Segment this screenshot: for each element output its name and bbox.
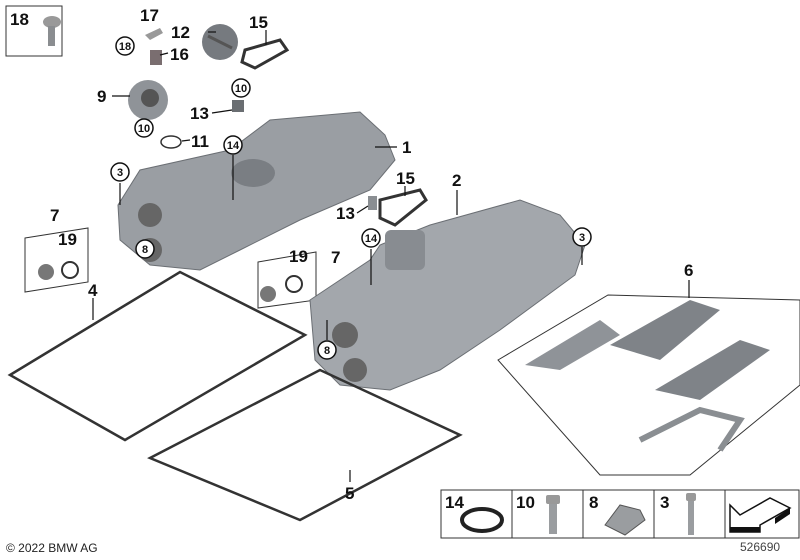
legend-8: 8 xyxy=(589,493,598,512)
callout-3-circled: 3 xyxy=(579,232,585,244)
oil-separator xyxy=(655,340,770,400)
bolt-icon xyxy=(546,495,560,534)
sensor-13-top xyxy=(232,100,244,112)
legend-14: 14 xyxy=(445,493,464,512)
callout-4: 4 xyxy=(88,281,98,300)
callout-15: 15 xyxy=(396,169,415,188)
callout-14-circled: 14 xyxy=(227,140,240,152)
screw-icon xyxy=(43,16,61,46)
gasket-4 xyxy=(7,270,308,442)
parts-legend: 14 10 8 3 xyxy=(440,489,800,539)
actuator-7-left xyxy=(38,261,79,280)
callout-8-circled: 8 xyxy=(324,345,330,357)
crankcase-vent-pipe xyxy=(525,320,620,370)
callouts: 18 17 12 15 18 16 9 10 13 10 11 1 14 3 7… xyxy=(10,6,693,503)
legend-3: 3 xyxy=(660,493,669,512)
leader-lines xyxy=(92,30,690,482)
legend-10: 10 xyxy=(516,493,535,512)
callout-1: 1 xyxy=(402,138,411,157)
gasket-15-mid xyxy=(378,188,428,227)
o-ring-11 xyxy=(160,135,182,149)
callout-13: 13 xyxy=(190,104,209,123)
vent-hose xyxy=(638,406,745,452)
callout-17: 17 xyxy=(140,6,159,25)
callout-7: 7 xyxy=(331,248,340,267)
copyright: © 2022 BMW AG xyxy=(6,541,98,555)
callout-3-circled: 3 xyxy=(117,167,123,179)
callout-18-circled: 18 xyxy=(119,41,131,53)
callout-11: 11 xyxy=(191,132,209,151)
crankcase-vent-part xyxy=(610,300,720,360)
callout-8-circled: 8 xyxy=(142,244,148,256)
sensor-17 xyxy=(145,28,163,40)
callout-19: 19 xyxy=(58,230,77,249)
valve-9 xyxy=(128,80,168,120)
callout-19: 19 xyxy=(289,247,308,266)
oil-filler-cap xyxy=(202,24,238,60)
callout-14-circled: 14 xyxy=(365,233,378,245)
callout-12: 12 xyxy=(171,23,190,42)
callout-13: 13 xyxy=(336,204,355,223)
sensor-13-mid xyxy=(368,196,377,210)
callout-6: 6 xyxy=(684,261,693,280)
callout-15: 15 xyxy=(249,13,268,32)
gasket-5 xyxy=(147,368,463,522)
callout-9: 9 xyxy=(97,87,106,106)
callout-2: 2 xyxy=(452,171,461,190)
o-ring-icon xyxy=(460,507,504,533)
clip-icon xyxy=(604,504,646,536)
callout-10-circled: 10 xyxy=(138,123,150,135)
callout-7: 7 xyxy=(50,206,59,225)
part-6-box xyxy=(497,294,800,476)
actuator-7-right xyxy=(260,275,303,302)
callout-16: 16 xyxy=(170,45,189,64)
gasket-15-top xyxy=(240,38,290,70)
callout-5: 5 xyxy=(345,484,354,503)
callout-10-circled: 10 xyxy=(235,83,247,95)
diagram-id: 526690 xyxy=(740,540,781,554)
part-18-box xyxy=(5,5,63,57)
long-bolt-icon xyxy=(686,493,696,535)
bracket-7-left xyxy=(24,227,89,293)
callout-18: 18 xyxy=(10,10,29,29)
sensor-16 xyxy=(150,50,162,65)
